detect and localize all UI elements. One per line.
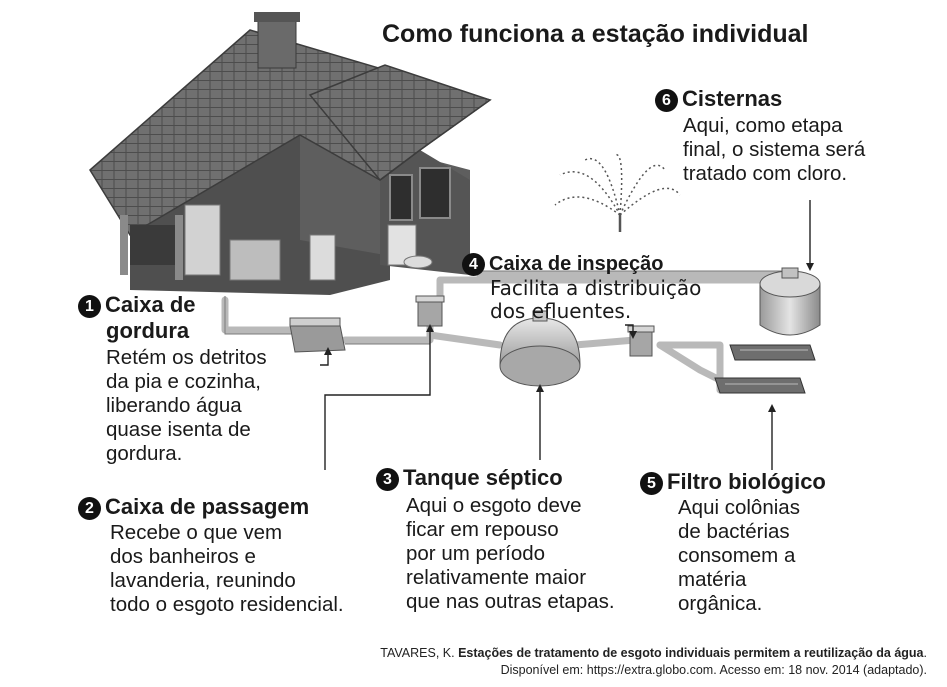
inspection-box: [627, 325, 655, 357]
step-6-description: Aqui, como etapa final, o sistema será t…: [683, 114, 866, 185]
source-citation: TAVARES, K. Estações de tratamento de es…: [380, 646, 927, 677]
sprinkler: [554, 154, 681, 232]
step-3-description: Aqui o esgoto deve ficar em repouso por …: [406, 494, 615, 613]
biological-filter: [714, 344, 816, 394]
source-work: Estações de tratamento de esgoto individ…: [458, 646, 924, 660]
step-5-description: Aqui colônias de bactérias consomem a ma…: [678, 496, 800, 615]
leader-lines: [320, 200, 811, 470]
leader-arrowheads: [324, 263, 814, 412]
cistern-tank: [759, 267, 821, 336]
source-author: TAVARES, K.: [380, 646, 455, 660]
diagram-title: Como funciona a estação individual: [382, 20, 809, 48]
source-availability: Disponível em: https://extra.globo.com. …: [500, 663, 927, 677]
step-5-number: 5: [640, 472, 663, 495]
step-4-description: Facilita a distribuição dos efluentes.: [490, 276, 702, 323]
step-3-number: 3: [376, 468, 399, 491]
house: [89, 12, 492, 295]
passage-box: [415, 295, 445, 327]
step-2-description: Recebe o que vem dos banheiros e lavande…: [110, 521, 344, 616]
pipe-network: [221, 271, 794, 394]
step-4-number: 4: [462, 253, 485, 276]
step-1-description: Retém os detritos da pia e cozinha, libe…: [106, 346, 267, 465]
step-2-number: 2: [78, 497, 101, 520]
step-1-number: 1: [78, 295, 101, 318]
septic-tank: [499, 310, 581, 387]
grease-box: [289, 317, 346, 353]
step-6-number: 6: [655, 89, 678, 112]
